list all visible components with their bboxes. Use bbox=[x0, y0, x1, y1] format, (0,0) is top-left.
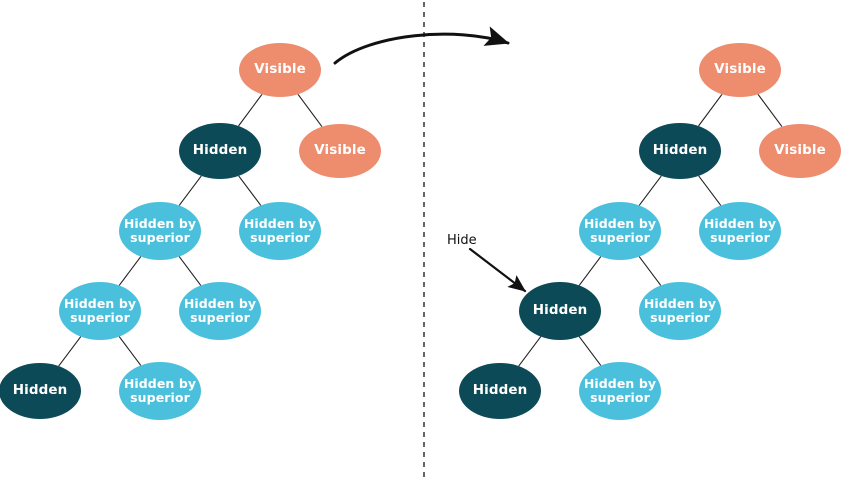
tree-node-visible[interactable]: Visible bbox=[299, 124, 381, 178]
tree-edge bbox=[178, 175, 202, 206]
tree-node-label: Hidden bbox=[532, 302, 588, 319]
tree-edge bbox=[238, 175, 262, 206]
tree-edge bbox=[698, 175, 722, 206]
tree-edge bbox=[238, 93, 263, 127]
tree-node-hidden[interactable]: Hidden bbox=[519, 282, 601, 340]
tree-edge bbox=[638, 175, 662, 206]
tree-node-label: Hidden bbox=[12, 382, 68, 399]
tree-node-label: Hidden by superior bbox=[703, 216, 777, 245]
tree-edge bbox=[118, 256, 142, 286]
tree-node-label: Visible bbox=[254, 61, 306, 78]
tree-node-label: Hidden by superior bbox=[583, 376, 657, 405]
tree-node-hidden[interactable]: Hidden bbox=[0, 363, 81, 419]
tree-edge bbox=[178, 256, 202, 286]
tree-edge bbox=[518, 336, 542, 367]
tree-node-label: Visible bbox=[314, 142, 366, 159]
tree-node-visible[interactable]: Visible bbox=[239, 43, 321, 97]
tree-node-label: Hidden by superior bbox=[183, 296, 257, 325]
tree-node-label: Hidden by superior bbox=[123, 216, 197, 245]
tree-node-hidden-by-superior[interactable]: Hidden by superior bbox=[579, 202, 661, 260]
annotation-hide: Hide bbox=[447, 233, 477, 248]
tree-node-hidden[interactable]: Hidden bbox=[179, 123, 261, 179]
tree-node-visible[interactable]: Visible bbox=[699, 43, 781, 97]
tree-node-hidden-by-superior[interactable]: Hidden by superior bbox=[639, 282, 721, 340]
curved-transition-arrow bbox=[333, 26, 510, 65]
tree-node-hidden-by-superior[interactable]: Hidden by superior bbox=[59, 282, 141, 340]
tree-node-hidden-by-superior[interactable]: Hidden by superior bbox=[699, 202, 781, 260]
tree-node-hidden-by-superior[interactable]: Hidden by superior bbox=[579, 362, 661, 420]
tree-edge bbox=[698, 93, 723, 127]
tree-node-label: Visible bbox=[714, 61, 766, 78]
tree-node-label: Hidden by superior bbox=[243, 216, 317, 245]
tree-edge bbox=[638, 256, 662, 286]
tree-node-label: Hidden bbox=[652, 142, 708, 159]
tree-node-hidden-by-superior[interactable]: Hidden by superior bbox=[179, 282, 261, 340]
tree-node-label: Hidden by superior bbox=[123, 376, 197, 405]
tree-node-label: Visible bbox=[774, 142, 826, 159]
hide-callout-arrow bbox=[468, 247, 527, 293]
tree-node-hidden[interactable]: Hidden bbox=[639, 123, 721, 179]
tree-edge bbox=[578, 256, 602, 286]
tree-edges bbox=[58, 93, 783, 367]
tree-edge bbox=[118, 336, 142, 366]
tree-edge bbox=[58, 336, 82, 367]
tree-edge bbox=[578, 336, 602, 366]
tree-node-hidden-by-superior[interactable]: Hidden by superior bbox=[119, 202, 201, 260]
tree-node-hidden-by-superior[interactable]: Hidden by superior bbox=[119, 362, 201, 420]
tree-node-hidden-by-superior[interactable]: Hidden by superior bbox=[239, 202, 321, 260]
tree-node-hidden[interactable]: Hidden bbox=[459, 363, 541, 419]
tree-node-label: Hidden by superior bbox=[63, 296, 137, 325]
tree-node-label: Hidden bbox=[192, 142, 248, 159]
tree-node-label: Hidden bbox=[472, 382, 528, 399]
tree-edge bbox=[757, 93, 783, 128]
tree-edge bbox=[297, 93, 323, 128]
tree-node-label: Hidden by superior bbox=[583, 216, 657, 245]
tree-node-label: Hidden by superior bbox=[643, 296, 717, 325]
tree-node-visible[interactable]: Visible bbox=[759, 124, 841, 178]
